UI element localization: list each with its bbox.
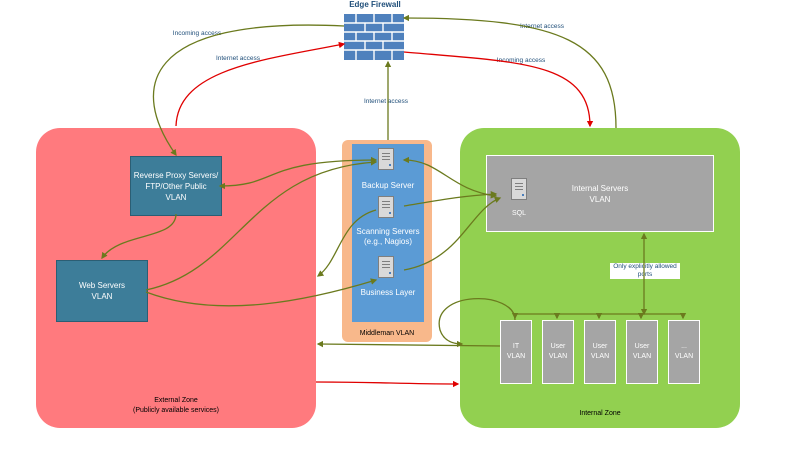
vlan-user-1: User VLAN [542,320,574,384]
vlan-user3-line2: VLAN [632,353,652,360]
vlan-it-line2: VLAN [506,353,526,360]
label-incoming-right: Incoming access [486,57,556,64]
backup-server-label: Backup Server [361,181,415,190]
internal-zone-title: Internal Zone [579,410,621,417]
label-internet-left: Internet access [208,55,268,62]
vlan-other-line2: VLAN [674,353,694,360]
web-servers-vlan: Web Servers VLAN [56,260,148,322]
label-internet-right: Internet access [512,23,572,30]
reverse-proxy-line1: Reverse Proxy Servers/ [133,170,219,180]
web-servers-line2: VLAN [91,292,113,301]
scanning-server-icon [378,196,394,218]
external-zone-subtitle: (Publicly available services) [133,407,219,414]
vlan-other-line1: ... [681,343,687,350]
vlan-user-2: User VLAN [584,320,616,384]
vlan-other: ... VLAN [668,320,700,384]
scanning-server-label: Scanning Servers (e.g., Nagios) [352,227,424,247]
sql-server-icon [511,178,527,200]
business-layer-label: Business Layer [360,288,416,297]
vlan-user1-line1: User [550,343,566,350]
sql-label: SQL [511,210,526,217]
reverse-proxy-line2: FTP/Other Public [145,181,207,191]
vlan-user2-line2: VLAN [590,353,610,360]
scanning-line1: Scanning Servers [356,227,420,236]
reverse-proxy-line3: VLAN [165,192,187,202]
label-incoming-left: Incoming access [162,30,232,37]
vlan-it-line1: IT [512,343,520,350]
vlan-user-3: User VLAN [626,320,658,384]
external-zone-title: External Zone (Publicly available servic… [36,396,316,416]
internal-servers-line2: VLAN [589,194,611,204]
business-layer-icon [378,256,394,278]
reverse-proxy-vlan: Reverse Proxy Servers/ FTP/Other Public … [130,156,222,216]
vlan-user1-line2: VLAN [548,353,568,360]
external-zone-title-text: External Zone [154,397,198,404]
firewall-icon [344,14,404,60]
firewall-title: Edge Firewall [349,0,401,9]
scanning-line2: (e.g., Nagios) [363,237,413,246]
web-servers-line1: Web Servers [78,281,126,290]
backup-server-icon [378,148,394,170]
vlan-it: IT VLAN [500,320,532,384]
middleman-title: Middleman VLAN [359,330,415,337]
only-allowed-ports-label: Only explicitly allowed ports [610,263,680,279]
label-internet-mid: Internet access [356,98,416,105]
vlan-user2-line1: User [592,343,608,350]
internal-servers-line1: Internal Servers [571,183,629,193]
vlan-user3-line1: User [634,343,650,350]
